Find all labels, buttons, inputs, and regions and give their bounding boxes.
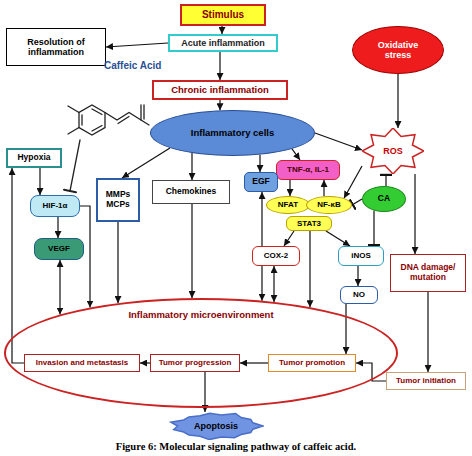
node-text: NF-κB xyxy=(317,200,341,209)
factor-ellipse: NFAT xyxy=(266,196,310,214)
pathway-arrow xyxy=(345,304,346,354)
pathway-arrow xyxy=(259,155,260,172)
ros-burst: ROS xyxy=(362,128,424,174)
stage-box: Chronic inflammation xyxy=(152,80,288,100)
node-text: EGF xyxy=(252,177,269,187)
node-text: Acute inflammation xyxy=(181,38,265,48)
node-text: DNA damage/ mutation xyxy=(395,263,462,283)
node-text: Stimulus xyxy=(202,9,244,21)
factor-ellipse: NF-κB xyxy=(306,196,352,214)
pathway-arrow xyxy=(356,363,386,381)
molecule-box: NO xyxy=(340,286,378,304)
pathway-arrow xyxy=(140,362,150,363)
node-text: Tumor progression xyxy=(159,358,232,367)
enzyme-box: MMPs MCPs xyxy=(96,178,140,222)
inhibition-line xyxy=(373,211,374,246)
outcome-box: Resolution of inflammation xyxy=(6,28,106,66)
stage-box: Invasion and metastasis xyxy=(24,354,140,372)
enzyme-box: COX-2 xyxy=(252,246,300,266)
pathway-arrow xyxy=(326,231,350,246)
pathway-arrow xyxy=(427,292,428,372)
node-text: ROS xyxy=(383,146,403,156)
node-text: COX-2 xyxy=(264,251,288,260)
node-text: Chemokines xyxy=(166,187,217,197)
pathway-arrow xyxy=(292,149,300,160)
stimulus-box: Stimulus xyxy=(180,4,266,26)
pathway-arrow xyxy=(39,168,40,195)
cytokine-box: TNF-α, IL-1 xyxy=(276,160,340,180)
node-text: iNOS xyxy=(351,251,371,260)
environment-ellipse: Inflammatory microenvironmentInvasion an… xyxy=(4,298,398,408)
pathway-arrow xyxy=(284,231,294,246)
node-text: TNF-α, IL-1 xyxy=(287,165,329,174)
inhibition-line xyxy=(385,174,386,186)
pathway-arrow xyxy=(397,74,398,128)
factor-box: VEGF xyxy=(34,238,84,260)
node-text: Chronic inflammation xyxy=(171,85,269,96)
node-text: Oxidative stress xyxy=(365,40,431,61)
node-text: MMPs MCPs xyxy=(101,190,135,210)
pathway-arrow xyxy=(309,231,310,307)
factor-box: STAT3 xyxy=(286,216,332,231)
node-text: Hypoxia xyxy=(17,153,50,163)
stage-box: Tumor promotion xyxy=(268,354,356,372)
condition-box: Hypoxia xyxy=(6,148,62,168)
pathway-arrow xyxy=(344,166,362,198)
pathway-arrow xyxy=(122,148,170,178)
node-text: Tumor initiation xyxy=(396,376,456,385)
region-title: Inflammatory microenvironment xyxy=(6,310,396,321)
pathway-arrow xyxy=(289,180,290,196)
pathway-arrow xyxy=(204,372,205,412)
stage-box: Tumor initiation xyxy=(386,372,466,390)
node-text: Invasion and metastasis xyxy=(36,358,128,367)
node-text: NFAT xyxy=(278,200,298,209)
node-text: Inflammatory cells xyxy=(191,128,274,139)
node-text: HIF-1α xyxy=(43,201,68,210)
compound-ellipse: CA xyxy=(362,186,406,212)
pathway-arrow xyxy=(106,43,168,47)
pathway-arrow xyxy=(191,153,192,180)
node-text: CA xyxy=(378,194,390,204)
pathway-arrow xyxy=(357,266,358,286)
apoptosis-splash: Apoptosis xyxy=(168,412,264,440)
compound-label: Caffeic Acid xyxy=(104,60,161,71)
figure-caption: Figure 6: Molecular signaling pathway of… xyxy=(0,441,472,452)
inhibition-line xyxy=(352,199,362,205)
pathway-arrow xyxy=(57,217,58,238)
node-text: NO xyxy=(353,290,365,299)
pathway-arrow xyxy=(240,362,268,363)
enzyme-box: iNOS xyxy=(338,246,384,266)
stage-box: Acute inflammation xyxy=(168,34,278,52)
node-text: STAT3 xyxy=(297,219,321,228)
pathway-arrow xyxy=(323,180,324,196)
pathway-arrow xyxy=(117,222,118,303)
node-text: VEGF xyxy=(48,244,70,253)
cell-ellipse: Inflammatory cells xyxy=(150,110,315,156)
node-text: Apoptosis xyxy=(194,421,238,431)
pathway-arrow xyxy=(414,174,415,254)
pathway-arrow xyxy=(12,168,24,363)
pathway-arrow xyxy=(219,100,220,110)
growth-factor-box: EGF xyxy=(244,172,278,192)
stage-box: Tumor progression xyxy=(150,354,240,372)
chemokine-box: Chemokines xyxy=(152,180,230,204)
pathway-arrow xyxy=(59,260,60,315)
stress-ellipse: Oxidative stress xyxy=(352,26,444,74)
factor-box: HIF-1α xyxy=(30,195,80,217)
pathway-arrow xyxy=(219,52,220,80)
pathway-arrow xyxy=(191,204,192,298)
pathway-arrow xyxy=(315,133,362,150)
pathway-arrow xyxy=(273,266,274,302)
node-text: Tumor promotion xyxy=(279,358,345,367)
node-text: Resolution of inflammation xyxy=(11,37,102,58)
damage-box: DNA damage/ mutation xyxy=(390,254,466,292)
pathway-arrow xyxy=(221,26,222,34)
